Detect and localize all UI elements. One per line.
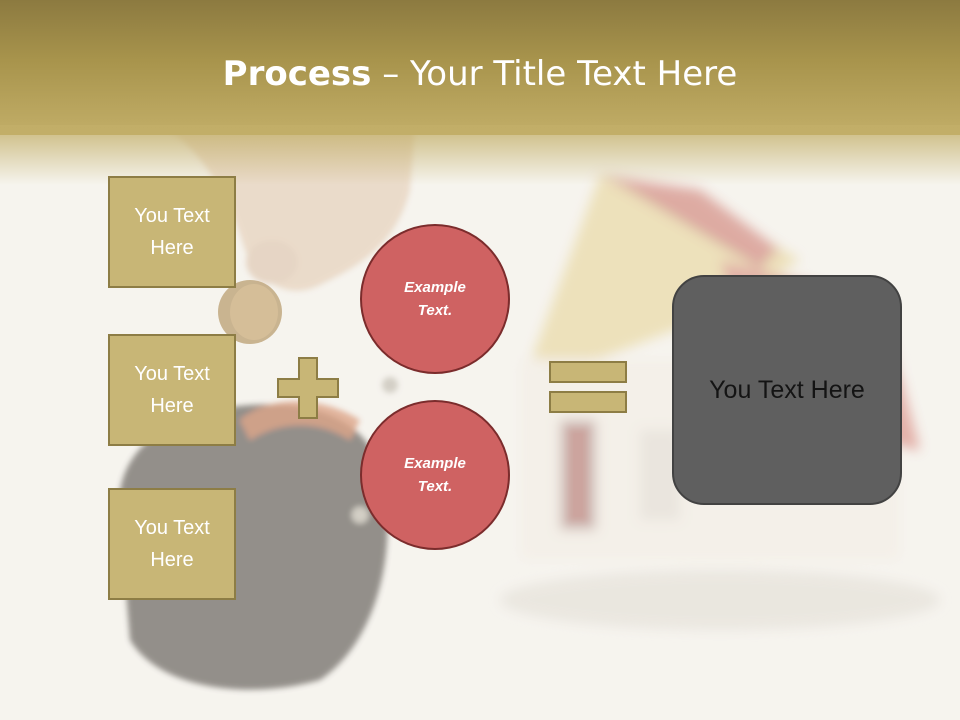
result-box[interactable]: You Text Here — [672, 275, 902, 505]
input-box-1[interactable]: You Text Here — [108, 176, 236, 288]
title-text: Your Title Text Here — [410, 54, 738, 94]
input-box-2[interactable]: You Text Here — [108, 334, 236, 446]
title-separator: – — [371, 54, 411, 94]
example-circle-1[interactable]: Example Text. — [360, 224, 510, 374]
input-box-3[interactable]: You Text Here — [108, 488, 236, 600]
input-box-label: You Text Here — [134, 205, 210, 259]
input-box-label: You Text Here — [134, 363, 210, 417]
equals-icon — [549, 361, 629, 415]
example-circle-2[interactable]: Example Text. — [360, 400, 510, 550]
slide-title: Process – Your Title Text Here — [0, 52, 960, 96]
circle-label: Example Text. — [404, 455, 466, 495]
title-bold: Process — [222, 54, 372, 94]
header-fade — [0, 125, 960, 185]
plus-icon — [277, 357, 339, 419]
purse-image — [118, 377, 398, 690]
result-label: You Text Here — [709, 375, 865, 404]
header-band — [0, 0, 960, 135]
coin-image — [218, 280, 282, 344]
input-box-label: You Text Here — [134, 517, 210, 571]
circle-label: Example Text. — [404, 279, 466, 319]
